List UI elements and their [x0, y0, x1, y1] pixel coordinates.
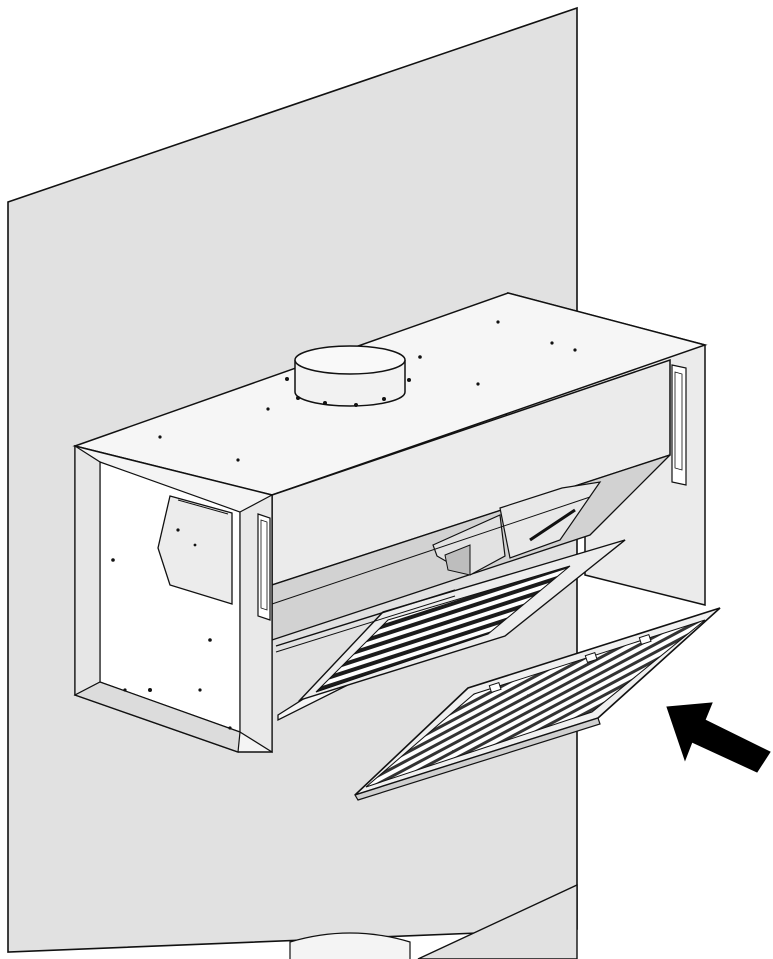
top-screw-holes [158, 320, 577, 462]
hood-interior [271, 454, 671, 641]
grease-filter-detached [354, 607, 721, 801]
lower-step-preview [289, 883, 578, 959]
hood-left-end [73, 444, 273, 754]
grease-filter-installed [275, 539, 626, 722]
exhaust-collar [294, 345, 406, 407]
side-motor-bracket [157, 495, 233, 605]
insert-direction-arrow [666, 702, 771, 773]
